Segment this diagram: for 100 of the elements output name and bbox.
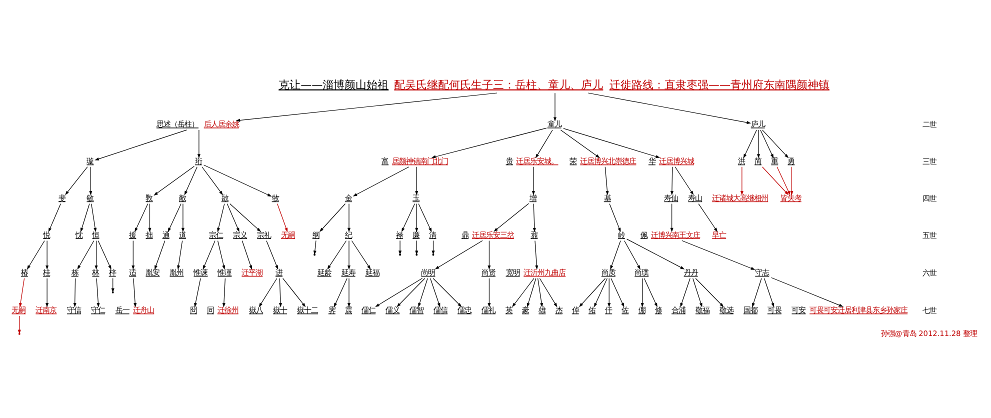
- arrow: [670, 203, 674, 232]
- arrow: [26, 240, 45, 270]
- arrow: [98, 240, 112, 270]
- arrow: [670, 166, 674, 196]
- arrow: [347, 278, 350, 308]
- arrow: [695, 278, 724, 308]
- arrow: [96, 278, 100, 308]
- arrow: [692, 278, 702, 308]
- arrow: [682, 240, 756, 270]
- arrow: [347, 240, 350, 270]
- arrow: [194, 278, 201, 308]
- arrow: [537, 278, 544, 308]
- arrow: [560, 130, 600, 158]
- arrow: [512, 278, 534, 308]
- arrow: [226, 203, 240, 232]
- arrow: [640, 278, 644, 308]
- arrow: [680, 278, 690, 308]
- arrow: [202, 166, 223, 196]
- arrow: [230, 203, 261, 232]
- arrow: [202, 240, 216, 270]
- arrow: [535, 130, 553, 158]
- arrow: [608, 278, 611, 308]
- arrow: [588, 92, 752, 124]
- arrow: [579, 278, 606, 308]
- arrow: [534, 240, 538, 270]
- arrow: [418, 203, 432, 232]
- arrow: [488, 240, 491, 270]
- arrow: [217, 203, 225, 232]
- arrow: [698, 203, 718, 232]
- arrow: [526, 278, 536, 308]
- arrow: [278, 278, 282, 308]
- arrow: [133, 278, 137, 308]
- arrow: [352, 166, 410, 196]
- arrow: [46, 278, 49, 308]
- arrow: [604, 166, 609, 196]
- arrow: [154, 240, 166, 270]
- arrow: [760, 130, 774, 158]
- arrow: [790, 166, 794, 196]
- arrow: [277, 203, 288, 232]
- arrow: [488, 278, 491, 308]
- arrow: [203, 164, 272, 197]
- arrow: [65, 166, 88, 196]
- arrow: [181, 203, 184, 232]
- arrow: [610, 240, 621, 270]
- arrow: [752, 278, 762, 308]
- arrow: [532, 166, 535, 196]
- arrow: [94, 240, 98, 270]
- arrow: [762, 130, 789, 158]
- arrow: [674, 166, 694, 196]
- arrow: [89, 166, 92, 196]
- arrow: [776, 166, 790, 196]
- arrow: [19, 278, 25, 308]
- arrow: [217, 240, 226, 270]
- arrow: [132, 240, 135, 270]
- arrow: [431, 128, 547, 158]
- arrow: [594, 278, 608, 308]
- arrow: [236, 92, 498, 122]
- arrow: [609, 203, 621, 232]
- arrow: [73, 278, 76, 308]
- arrow: [415, 166, 418, 196]
- arrow: [334, 278, 348, 308]
- arrow: [398, 240, 402, 255]
- arrow: [740, 166, 744, 196]
- arrow: [258, 278, 278, 308]
- arrow: [418, 278, 428, 308]
- node-label: 配吴氏继配何氏生子三：岳柱、童儿、庐儿: [394, 78, 604, 92]
- arrow: [197, 130, 200, 158]
- arrow: [402, 203, 416, 232]
- arrow: [626, 238, 685, 270]
- arrow: [624, 240, 640, 270]
- arrow: [415, 203, 418, 232]
- arrow: [539, 278, 558, 308]
- arrow: [18, 316, 21, 334]
- arrow: [553, 92, 556, 122]
- arrow: [351, 240, 371, 270]
- arrow: [184, 166, 198, 196]
- arrow: [563, 128, 660, 158]
- arrow: [396, 278, 426, 308]
- arrow: [148, 203, 152, 232]
- arrow: [764, 278, 774, 308]
- arrow: [177, 240, 183, 270]
- arrow: [80, 203, 90, 232]
- arrow: [644, 278, 658, 308]
- arrow: [222, 278, 226, 308]
- arrow: [762, 166, 789, 196]
- arrow: [94, 130, 188, 160]
- arrow: [46, 240, 49, 270]
- arrow: [134, 203, 148, 232]
- arrow: [347, 203, 350, 232]
- node-text: 克让——淄博颜山始祖: [278, 78, 389, 92]
- arrow: [743, 130, 757, 158]
- arrow: [48, 203, 61, 232]
- arrow: [770, 277, 844, 307]
- arrow: [91, 203, 97, 232]
- arrow: [266, 240, 278, 270]
- arrow: [154, 166, 195, 196]
- arrow: [168, 203, 182, 232]
- arrow: [319, 203, 346, 232]
- arrow: [432, 278, 462, 308]
- arrow: [77, 240, 94, 270]
